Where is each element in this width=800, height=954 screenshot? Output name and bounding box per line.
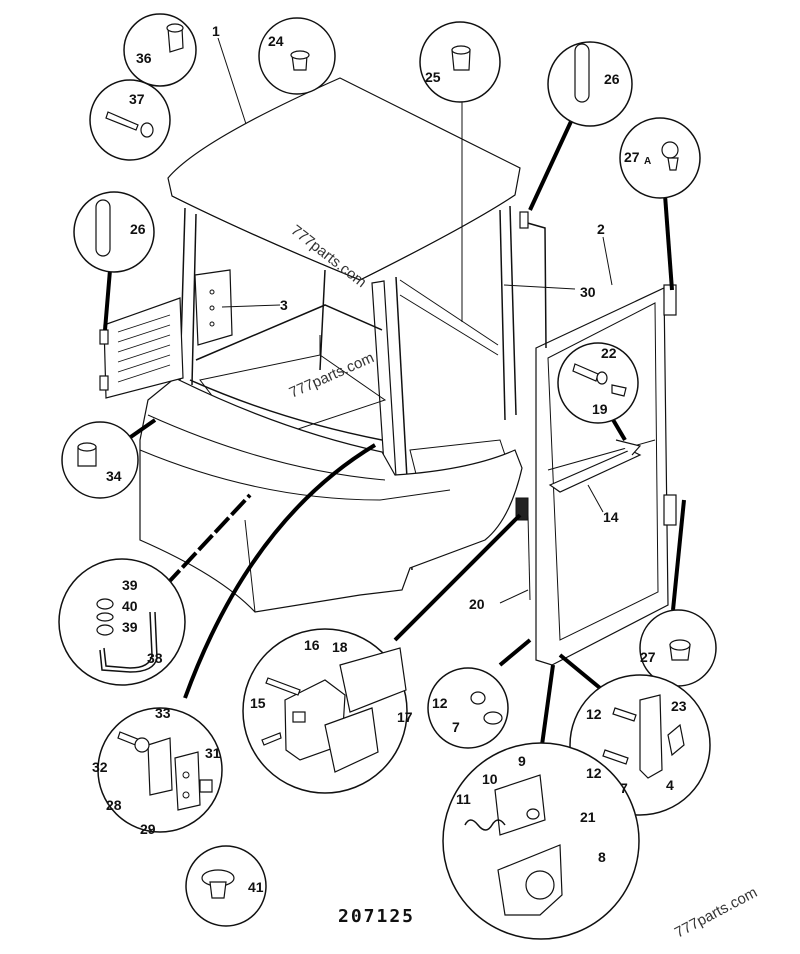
callout-24: 24 (268, 33, 284, 49)
detail-15-18 (242, 628, 408, 794)
detail-28-33 (97, 707, 223, 833)
callout-39a: 39 (122, 577, 138, 593)
callout-26b: 26 (130, 221, 146, 237)
rear-mesh-panel (103, 297, 184, 399)
detail-26-left (73, 191, 155, 273)
callout-34: 34 (106, 468, 122, 484)
callout-12b: 12 (586, 706, 602, 722)
detail-27 (639, 609, 717, 687)
callout-38: 38 (147, 650, 163, 666)
callout-12c: 12 (586, 765, 602, 781)
callout-36: 36 (136, 50, 152, 66)
leader-to-26a (528, 114, 576, 211)
callout-7a: 7 (452, 719, 460, 735)
callout-7b: 7 (620, 780, 628, 796)
cab-lower-body (139, 377, 523, 613)
callout-25: 25 (425, 69, 441, 85)
callout-33: 33 (155, 705, 171, 721)
callout-26a: 26 (604, 71, 620, 87)
callout-40: 40 (122, 598, 138, 614)
cab-roof (167, 77, 521, 281)
callout-18: 18 (332, 639, 348, 655)
callout-4: 4 (666, 777, 674, 793)
callout-29: 29 (140, 821, 156, 837)
callout-10: 10 (482, 771, 498, 787)
watermark-corner: 777parts.com (672, 884, 760, 942)
callout-12a: 12 (432, 695, 448, 711)
detail-26-upper (547, 41, 633, 127)
callout-15: 15 (250, 695, 266, 711)
leader-to-detail-8 (540, 664, 555, 746)
leader-to-detail-38 (164, 493, 252, 587)
leader-lines (103, 37, 686, 746)
detail-25 (419, 21, 501, 103)
detail-37 (89, 79, 171, 161)
detail-27a (619, 117, 701, 199)
leader-to-detail-4 (558, 653, 602, 690)
leader-to-26b (103, 269, 112, 331)
callout-2: 2 (597, 221, 605, 237)
callout-14: 14 (603, 509, 619, 525)
callout-31: 31 (205, 745, 221, 761)
callout-30: 30 (580, 284, 596, 300)
detail-38-39-40 (58, 558, 186, 686)
callout-41: 41 (248, 879, 264, 895)
callout-1: 1 (212, 23, 220, 39)
callout-22: 22 (601, 345, 617, 361)
detail-41 (185, 845, 267, 927)
callout-27a: 27 (624, 149, 640, 165)
leader-to-27 (671, 499, 686, 611)
callout-19: 19 (592, 401, 608, 417)
callout-11: 11 (456, 791, 471, 807)
detail-36 (123, 13, 197, 87)
callout-37: 37 (129, 91, 145, 107)
leader-to-detail-17 (393, 513, 522, 642)
cab-assembly (99, 77, 677, 666)
callout-39b: 39 (122, 619, 138, 635)
callout-8: 8 (598, 849, 606, 865)
callout-28: 28 (106, 797, 122, 813)
leader-to-19 (610, 416, 627, 442)
callout-21: 21 (580, 809, 596, 825)
detail-34 (61, 421, 139, 499)
callout-17: 17 (397, 709, 413, 725)
callout-23: 23 (671, 698, 687, 714)
callout-27a-suffix: A (644, 156, 651, 167)
detail-12-7 (427, 667, 509, 749)
leader-to-detail-33 (183, 443, 377, 699)
watermark-middle: 777parts.com (287, 349, 377, 401)
detail-19-22 (557, 342, 639, 424)
leader-to-27a (663, 194, 674, 291)
callout-9: 9 (518, 753, 526, 769)
callout-20: 20 (469, 596, 485, 612)
callout-16: 16 (304, 637, 320, 653)
callout-labels: 1 2 3 4 7 7 8 9 10 11 12 12 12 14 15 16 … (92, 23, 687, 895)
callout-27: 27 (640, 649, 656, 665)
callout-3: 3 (280, 297, 288, 313)
leader-to-detail-12 (498, 638, 532, 667)
drawing-number: 207125 (338, 906, 415, 927)
detail-24 (258, 17, 336, 95)
detail-8-21 (442, 742, 640, 940)
callout-32: 32 (92, 759, 108, 775)
